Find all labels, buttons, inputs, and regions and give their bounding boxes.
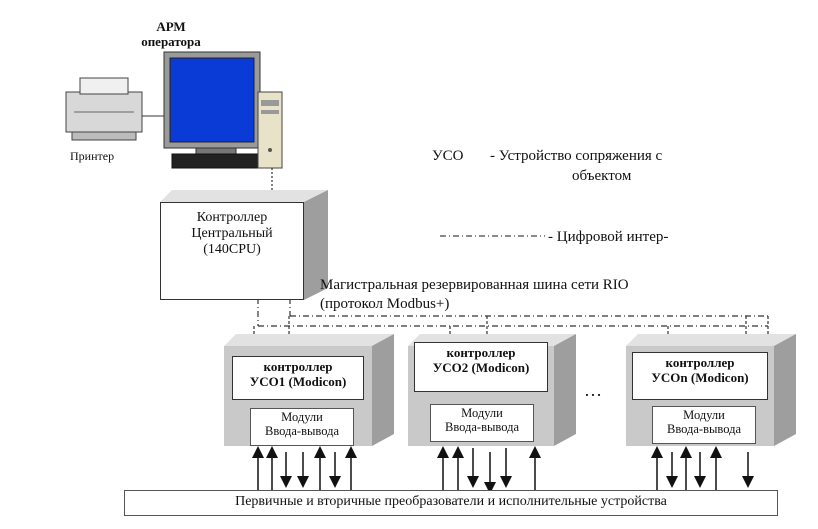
controller-uso2-line1: контроллер (446, 345, 516, 360)
central-controller-label: Контроллер Центральный (140CPU) (160, 210, 304, 258)
controller-uso1-modules-line1: Модули (281, 410, 323, 424)
ellipsis: … (584, 380, 602, 400)
controller-uson-label: контроллер УСОn (Modicon) (632, 355, 768, 386)
controller-uso2-label: контроллер УСО2 (Modicon) (414, 345, 548, 376)
operator-line2: оператора (141, 33, 201, 49)
legend-uso-desc-line2: объектом (572, 168, 632, 184)
controller-uson-modules-line2: Ввода-вывода (666, 422, 742, 437)
controller-uso2-modules-line1: Модули (461, 406, 503, 420)
controller-uso1-line2: УСО1 (Modicon) (249, 373, 347, 389)
controller-uson-modules-line1: Модули (683, 408, 725, 422)
central-controller-line2: Центральный (191, 226, 273, 242)
controller-uso2-modules: Модули Ввода-вывода (430, 406, 534, 435)
legend-digital-interface: - Цифровой интер- (548, 229, 669, 245)
bus-label-line1: Магистральная резервированная шина сети … (320, 277, 629, 293)
controller-uso2-modules-line2: Ввода-вывода (444, 420, 520, 435)
printer-label: Принтер (70, 149, 115, 163)
io-arrows-2 (437, 446, 541, 494)
legend-uso-abbr: УСО (432, 148, 464, 164)
controller-uso1-line1: контроллер (263, 359, 333, 374)
legend-uso-desc-line1: - Устройство сопряжения с (490, 148, 663, 164)
bus-label-line2: (протокол Modbus+) (320, 296, 450, 312)
central-controller-line1: Контроллер (196, 210, 268, 225)
operator-workstation-label: АРМ оператора (136, 19, 206, 50)
field-devices-label: Первичные и вторичные преобразователи и … (235, 494, 667, 509)
controller-uson-line2: УСОn (Modicon) (651, 369, 749, 385)
central-controller-line3: (140CPU) (203, 242, 261, 258)
io-arrows-1 (252, 446, 357, 490)
controller-uson-line1: контроллер (665, 355, 735, 370)
field-devices-box (124, 490, 778, 516)
io-arrows-3 (651, 446, 754, 490)
controller-uso1-label: контроллер УСО1 (Modicon) (232, 359, 364, 390)
computer-icon (163, 51, 283, 169)
operator-line1: АРМ (156, 19, 186, 34)
controller-uso1-modules: Модули Ввода-вывода (250, 410, 354, 439)
printer-icon (65, 77, 143, 141)
controller-uso1-modules-line2: Ввода-вывода (264, 424, 340, 439)
controller-uso2-line2: УСО2 (Modicon) (432, 359, 530, 375)
controller-uson-modules: Модули Ввода-вывода (652, 408, 756, 437)
